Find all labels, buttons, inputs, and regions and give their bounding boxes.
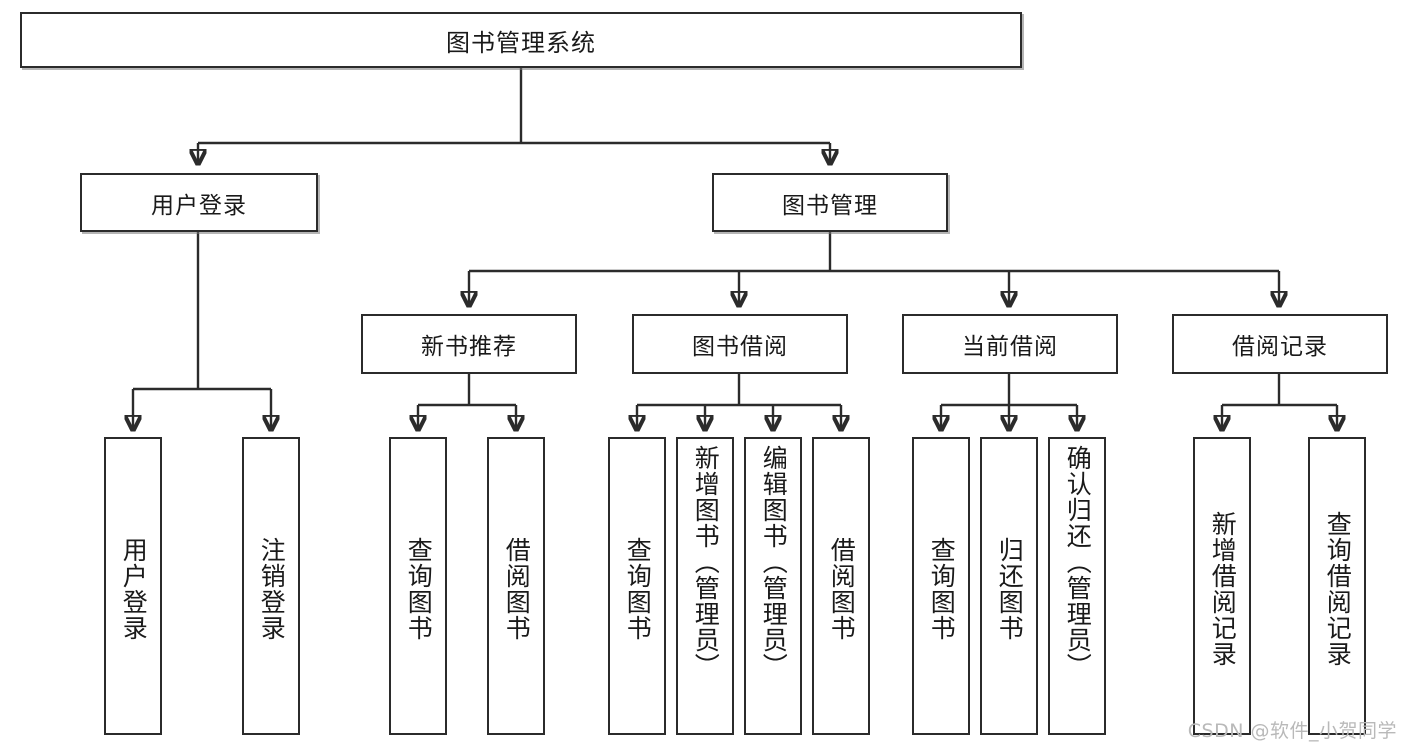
leaf-user-login-logout[interactable]: 注销登录 [242,437,300,735]
leaf-new-book-query-book[interactable]: 查询图书 [389,437,447,735]
leaf-user-login-login[interactable]: 用户登录 [104,437,162,735]
node-user-login[interactable]: 用户登录 [80,173,318,232]
node-new-book-recommend[interactable]: 新书推荐 [361,314,577,374]
leaf-label: 注销登录 [257,537,287,641]
node-label: 借阅记录 [1232,334,1328,360]
leaf-label: 查询图书 [927,537,957,641]
leaf-borrow-record-query-record[interactable]: 查询借阅记录 [1308,437,1366,735]
node-label: 图书管理 [782,192,878,219]
leaf-new-book-borrow-book[interactable]: 借阅图书 [487,437,545,735]
node-label: 用户登录 [151,192,247,219]
leaf-borrow-record-add-record[interactable]: 新增借阅记录 [1193,437,1251,735]
leaf-label: 新增借阅记录 [1208,511,1238,667]
csdn-watermark: CSDN @软件_小贺同学 [1187,720,1397,742]
leaf-label: 确认归还（管理员） [1063,445,1093,679]
node-label: 当前借阅 [962,334,1058,360]
leaf-label: 查询借阅记录 [1323,511,1353,667]
leaf-label: 查询图书 [404,537,434,641]
leaf-label: 借阅图书 [502,537,532,641]
node-current-borrow[interactable]: 当前借阅 [902,314,1118,374]
leaf-current-borrow-confirm-return-admin[interactable]: 确认归还（管理员） [1048,437,1106,735]
node-label: 图书借阅 [692,334,788,360]
leaf-book-borrow-query-book[interactable]: 查询图书 [608,437,666,735]
leaf-label: 编辑图书（管理员） [759,445,789,679]
node-root-library-system[interactable]: 图书管理系统 [20,12,1022,68]
leaf-book-borrow-add-book-admin[interactable]: 新增图书（管理员） [676,437,734,735]
leaf-label: 新增图书（管理员） [691,445,721,679]
node-borrow-record[interactable]: 借阅记录 [1172,314,1388,374]
node-label: 新书推荐 [421,334,517,360]
node-book-management[interactable]: 图书管理 [712,173,948,232]
leaf-current-borrow-query-book[interactable]: 查询图书 [912,437,970,735]
node-label: 图书管理系统 [446,28,596,57]
leaf-current-borrow-return-book[interactable]: 归还图书 [980,437,1038,735]
leaf-label: 借阅图书 [827,537,857,641]
leaf-label: 归还图书 [995,537,1025,641]
leaf-label: 用户登录 [119,537,149,641]
leaf-label: 查询图书 [623,537,653,641]
leaf-book-borrow-edit-book-admin[interactable]: 编辑图书（管理员） [744,437,802,735]
leaf-book-borrow-borrow-book[interactable]: 借阅图书 [812,437,870,735]
node-book-borrow[interactable]: 图书借阅 [632,314,848,374]
